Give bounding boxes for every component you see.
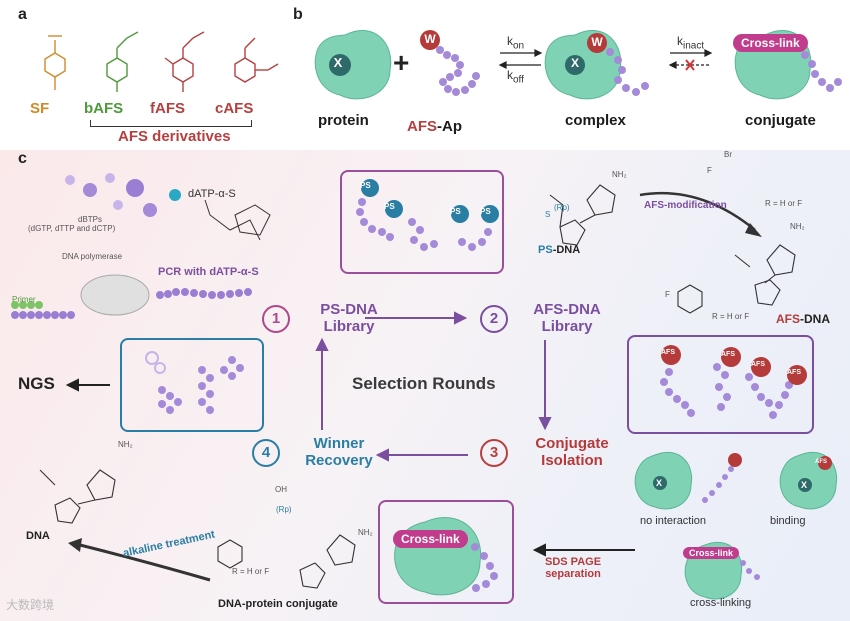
- afs-dna-structure: [677, 244, 796, 314]
- afs-bracket: [90, 120, 252, 127]
- afs-badge-3: AFS: [751, 361, 765, 368]
- ps-dna-label: PS-DNA: [538, 244, 581, 256]
- dna-label: DNA: [26, 530, 50, 542]
- step-1-number: 1: [262, 305, 290, 333]
- dbtps-detail: (dGTP, dTTP and dCTP): [28, 224, 116, 233]
- rp-label-conj: (Rp): [276, 505, 292, 514]
- compound-sf: SF: [30, 100, 50, 117]
- datp-label: dATP-α-S: [188, 188, 236, 200]
- rp-label-ps: (Rp): [554, 203, 570, 212]
- plus-sign: +: [393, 47, 410, 78]
- nh2-label-conj: NH₂: [358, 528, 373, 537]
- outcome-cross-linking: cross-linking: [690, 597, 752, 609]
- aptamer-strand: [420, 30, 480, 96]
- complex-w-symbol: W: [591, 35, 603, 49]
- k-off-label: koff: [507, 68, 524, 86]
- sds-page-label: SDS PAGE separation: [545, 556, 602, 580]
- kon-koff-arrows: [498, 49, 543, 69]
- caption-complex: complex: [565, 112, 626, 129]
- kinact-arrows: [668, 49, 713, 71]
- afs-badge-4: AFS: [787, 369, 801, 376]
- compound-fafs: fAFS: [150, 100, 185, 117]
- pcr-illustration: [11, 173, 271, 319]
- selection-rounds-title: Selection Rounds: [352, 374, 496, 393]
- ngs-label: NGS: [18, 374, 55, 393]
- complex-x-symbol: X: [570, 56, 579, 70]
- step-3-number: 3: [480, 439, 508, 467]
- ps-badge-2: PS: [384, 202, 395, 211]
- r-hf-conj: R = H or F: [232, 567, 270, 576]
- outcome-no-interaction: no interaction: [640, 515, 707, 527]
- cafs-structure: [234, 37, 279, 83]
- panel-c-label: c: [18, 150, 27, 167]
- ps-badge-4: PS: [480, 207, 491, 216]
- nh2-label-dna: NH₂: [118, 440, 133, 449]
- fafs-structure: [164, 31, 205, 92]
- step-4: 4 Winner Recovery: [252, 435, 392, 469]
- br-label: Br: [724, 150, 732, 159]
- k-on-label: kon: [507, 34, 525, 52]
- afs-badge-1: AFS: [661, 349, 675, 356]
- step-4-number: 4: [252, 439, 280, 467]
- nh2-label-afs: NH₂: [790, 222, 805, 231]
- caption-protein: protein: [318, 112, 369, 129]
- r-hf-top: R = H or F: [765, 199, 803, 208]
- compound-cafs: cAFS: [215, 100, 254, 117]
- alkaline-chemistry: [39, 469, 356, 589]
- pcr-label: PCR with dATP-α-S: [158, 266, 259, 278]
- step-2-number: 2: [480, 305, 508, 333]
- conjugate-box: [378, 500, 514, 604]
- crosslink-badge-b: Cross-link: [733, 34, 808, 52]
- step-1: 1 PS-DNA Library: [262, 301, 402, 335]
- bafs-structure: [106, 31, 139, 92]
- afs-dna-label: AFS-DNA: [776, 312, 830, 326]
- oh-label-conj: OH: [275, 485, 287, 494]
- protein-x-symbol: X: [333, 55, 343, 70]
- afs-structures: [44, 31, 279, 92]
- ps-dna-structure: [549, 184, 616, 246]
- polymerase-label: DNA polymerase: [62, 252, 123, 261]
- primer-label: Primer: [12, 295, 36, 304]
- winner-strands: [145, 351, 244, 414]
- f-label-top: F: [707, 166, 712, 175]
- panel-b-label: b: [293, 6, 303, 23]
- panel-a-label: a: [18, 6, 27, 23]
- caption-conjugate: conjugate: [745, 112, 816, 129]
- conjugate-box-illustration: [394, 517, 498, 596]
- r-hf-afs: R = H or F: [712, 312, 750, 321]
- afs-mod-arrow: [639, 191, 762, 237]
- crosslink-badge-small: Cross-link: [683, 547, 740, 559]
- afs-badge-2: AFS: [721, 351, 735, 358]
- complex-blob: [544, 29, 649, 100]
- afs-dna-box: [627, 335, 814, 434]
- afs-derivatives-label: AFS derivatives: [118, 128, 231, 145]
- outcome-x-1: X: [656, 478, 663, 488]
- outcome-binding: binding: [770, 515, 806, 527]
- ps-dna-strands: [356, 179, 499, 251]
- k-inact-label: kinact: [677, 34, 705, 52]
- step-2: 2 AFS-DNA Library: [480, 301, 620, 335]
- nh2-label-ps: NH₂: [612, 170, 627, 179]
- aptamer-w-symbol: W: [424, 32, 436, 46]
- ps-dna-box: [340, 170, 504, 274]
- s-label-ps: S: [545, 210, 551, 219]
- watermark: 大数跨境: [6, 598, 55, 612]
- step-3: 3 Conjugate Isolation: [480, 435, 630, 469]
- crosslink-badge-c: Cross-link: [393, 530, 468, 548]
- ps-badge-1: PS: [360, 181, 371, 190]
- caption-afs-ap: AFS-Ap: [407, 118, 462, 135]
- compound-bafs: bAFS: [84, 100, 124, 117]
- outcome-afs-badge: AFS: [815, 459, 827, 465]
- ps-badge-3: PS: [450, 207, 461, 216]
- protein-blob: [314, 29, 392, 100]
- f-label-afs: F: [665, 290, 670, 299]
- sf-structure: [44, 35, 66, 90]
- winner-box: [120, 338, 264, 432]
- outcome-x-2: X: [801, 480, 808, 490]
- afs-strands: [660, 345, 807, 419]
- afs-modification-label: AFS-modification: [644, 200, 727, 211]
- dna-protein-conjugate-label: DNA-protein conjugate: [218, 598, 338, 610]
- dbtps-label: dBTPs: [78, 215, 103, 224]
